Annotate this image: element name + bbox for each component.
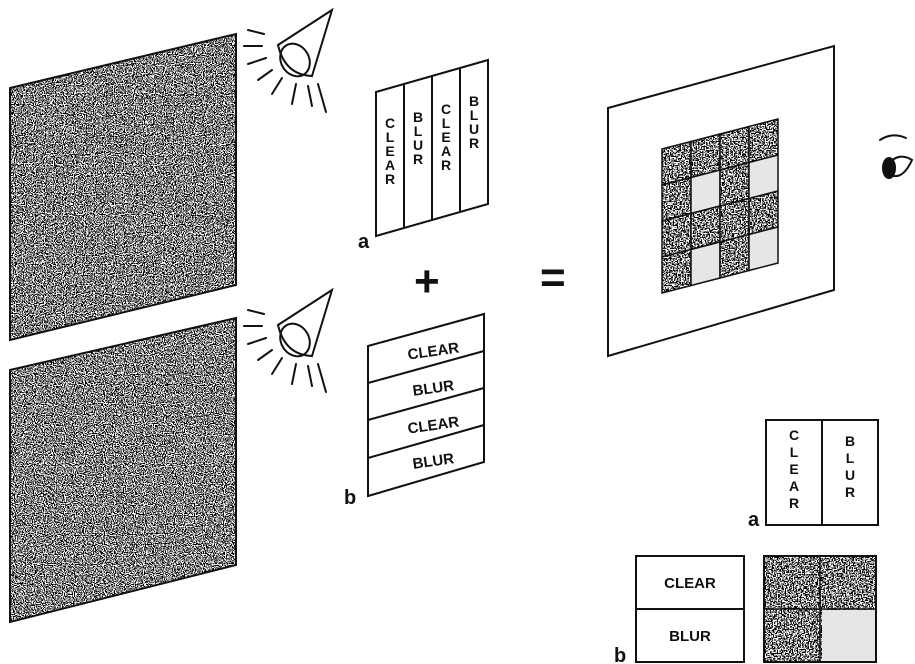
small-mask-a — [766, 420, 878, 525]
small-mask-a-right-letter: R — [845, 484, 855, 500]
small-mask-a-left-letter: C — [789, 427, 799, 443]
equals-sign: = — [540, 253, 566, 302]
label-a: a — [358, 231, 370, 253]
mask-a-col-4-letter: R — [469, 135, 479, 151]
label-b-small: b — [614, 645, 626, 664]
mask-a-col-3-letter: R — [441, 157, 451, 173]
small-mask-a-left-letter: L — [790, 444, 799, 460]
blurred-cell — [691, 242, 720, 286]
plus-sign: + — [414, 257, 440, 306]
eye-icon — [880, 135, 912, 178]
random-dot-screen-top — [0, 30, 240, 345]
mask-a-col-2-letter: R — [413, 151, 423, 167]
label-b: b — [344, 487, 356, 509]
small-mask-b — [636, 556, 744, 662]
blurred-cell — [749, 227, 778, 271]
small-mask-b-top: CLEAR — [664, 575, 716, 592]
blurred-quadrant — [822, 610, 876, 662]
small-mask-a-right-letter: L — [846, 450, 855, 466]
small-mask-a-left-letter: R — [789, 495, 799, 511]
small-result — [764, 556, 876, 662]
small-mask-b-bottom: BLUR — [669, 628, 711, 645]
mask-a-col-1-letter: R — [385, 171, 395, 187]
small-mask-a-left-letter: A — [789, 478, 799, 494]
result-screen — [608, 46, 834, 356]
small-mask-a-right-letter: U — [845, 467, 855, 483]
projector-icon — [244, 10, 332, 112]
label-a-small: a — [748, 509, 760, 531]
random-dot-screen-bottom — [0, 315, 240, 625]
projector-icon — [244, 290, 332, 392]
small-mask-a-left-letter: E — [789, 461, 798, 477]
small-mask-a-right-letter: B — [845, 433, 855, 449]
